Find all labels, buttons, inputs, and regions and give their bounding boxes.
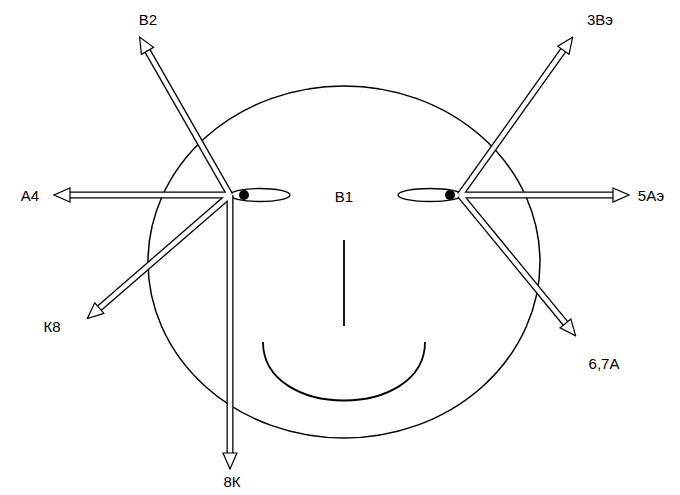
callout-label: А4	[21, 188, 39, 205]
callout-label: 3Вэ	[587, 12, 613, 29]
smile-arc	[263, 342, 425, 401]
left-pupil	[239, 190, 249, 200]
right-eye	[398, 189, 462, 202]
face-outline	[148, 86, 540, 438]
callout-label: К8	[43, 319, 60, 336]
right-pupil	[445, 190, 455, 200]
hollow-arrows	[69, 49, 614, 454]
callout-label: 5Аэ	[638, 188, 664, 205]
callout-label: 8К	[223, 474, 240, 491]
left-eye	[230, 189, 290, 202]
callout-label: В2	[139, 12, 157, 29]
nose-line	[343, 240, 345, 326]
callout-label: В1	[335, 189, 353, 206]
callout-label: 6,7А	[589, 356, 620, 373]
